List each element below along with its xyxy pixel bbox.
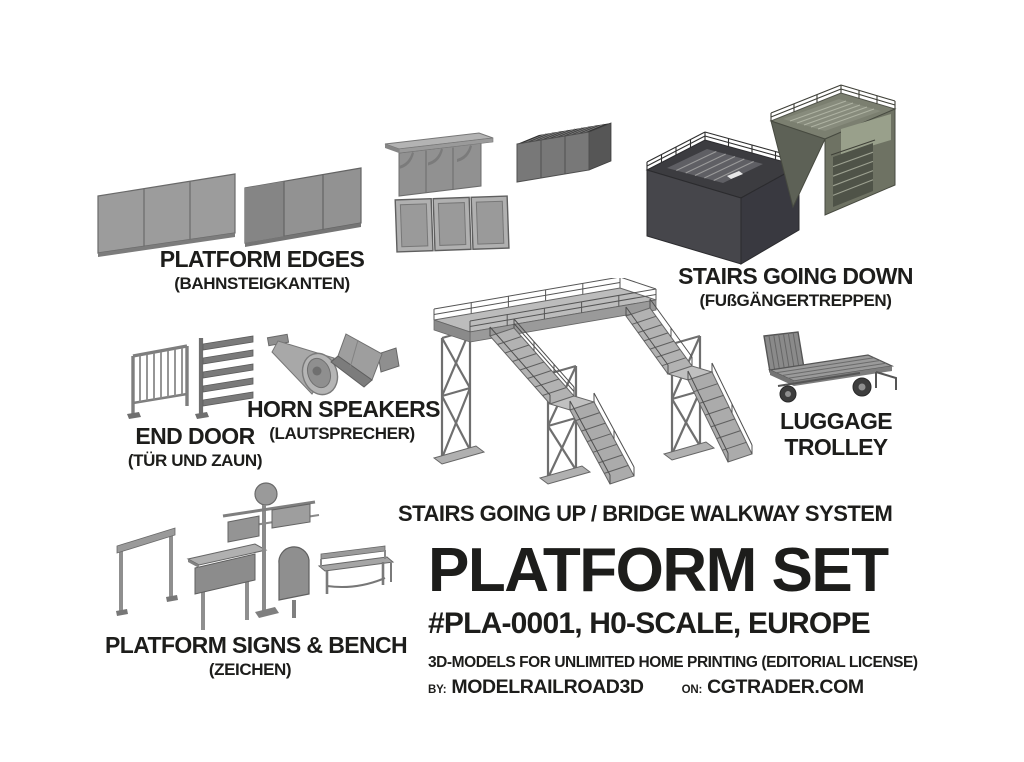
bridge-deck [433,278,657,343]
end-door-subtitle: (TÜR UND ZAUN) [127,450,263,470]
platform-edges-render [97,167,362,257]
end-door-render [127,335,254,419]
bridge-walkway-title: STAIRS GOING UP / BRIDGE WALKWAY SYSTEM [398,501,893,526]
luggage-trolley-render [763,331,897,403]
lower-steps [832,151,874,196]
by-label: BY: [428,684,447,696]
signs-bench-label: PLATFORM SIGNS & BENCH (ZEICHEN) [105,632,408,680]
gate [127,344,189,419]
tower-bases [432,441,716,485]
luggage-trolley-label: LUGGAGE TROLLEY [756,408,916,461]
round-horn [266,333,339,396]
horn-speakers-subtitle: (LAUTSPRECHER) [269,423,415,443]
product-title: PLATFORM SET [428,536,889,605]
rect-horn [330,333,400,388]
end-door-title: END DOOR [135,423,255,449]
luggage-trolley-line2: TROLLEY [784,433,888,460]
platform-edge-panels-render [394,195,510,253]
stairs-down-olive-render [769,84,897,216]
on-label: ON: [681,684,703,696]
stairs-down-label: STAIRS GOING DOWN (FUßGÄNGERTREPPEN) [648,263,943,311]
bridge-walkway-render [432,278,753,485]
front-panel [763,331,805,373]
rounded-board [278,546,310,618]
back-railing [433,278,621,320]
platform-edges-title: PLATFORM EDGES [159,246,365,272]
edge-wall-right [244,167,362,247]
by-value: MODELRAILROAD3D [451,676,644,698]
stair-flight-right [625,298,753,463]
stair-flight-left [489,318,635,485]
wheels [779,377,872,403]
bench [317,545,395,594]
horn-speakers-label: HORN SPEAKERS (LAUTSPRECHER) [247,396,440,444]
license-line: 3D-MODELS FOR UNLIMITED HOME PRINTING (E… [428,654,918,671]
title-block: PLATFORM SET #PLA-0001, H0-SCALE, EUROPE… [428,536,918,699]
edge-wall-left [97,173,236,257]
bridge-walkway-label: STAIRS GOING UP / BRIDGE WALKWAY SYSTEM [398,501,893,527]
underframe [777,371,897,390]
stairs-down-title: STAIRS GOING DOWN [678,263,913,289]
product-subtitle: #PLA-0001, H0-SCALE, EUROPE [428,607,871,640]
end-door-label: END DOOR (TÜR UND ZAUN) [100,423,290,471]
front-railing [469,278,657,332]
platform-edge-canopy-render [384,132,494,197]
platform-edges-subtitle: (BAHNSTEIGKANTEN) [174,273,350,293]
on-value: CGTRADER.COM [707,676,864,698]
byline: BY: MODELRAILROAD3D ON: CGTRADER.COM [428,676,908,699]
signs-bench-subtitle: (ZEICHEN) [208,659,292,679]
horn-speakers-render [266,333,400,396]
stairs-down-dark-render [645,131,801,265]
stairs-down-subtitle: (FUßGÄNGERTREPPEN) [699,290,892,310]
roofed-sign [186,543,268,630]
platform-edge-box-render [516,122,612,183]
luggage-trolley-line1: LUGGAGE [779,408,893,434]
railings [770,84,896,156]
door-leaf-rack [195,335,254,419]
platform-edges-label: PLATFORM EDGES (BAHNSTEIGKANTEN) [132,246,392,294]
pole-sign [222,482,320,618]
tower-left [440,328,472,460]
grate-hatch [524,123,604,144]
horn-speakers-title: HORN SPEAKERS [247,396,440,422]
framed-panels [394,195,510,253]
frame-sign [116,527,178,616]
signs-bench-title: PLATFORM SIGNS & BENCH [105,632,408,658]
platform-signs-bench-render [116,482,395,630]
inner-steps [789,100,875,130]
inner-steps [676,151,754,181]
